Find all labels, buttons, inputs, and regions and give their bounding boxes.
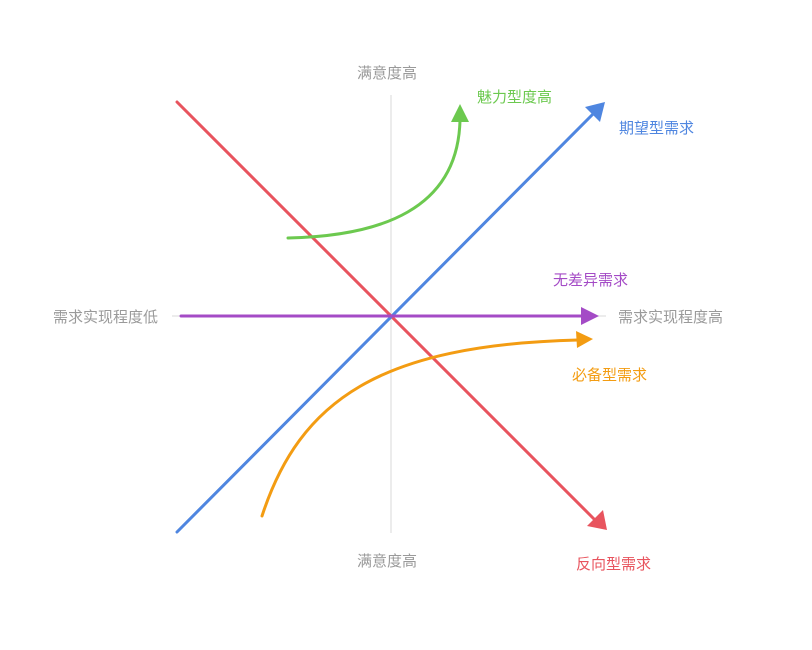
attractive-label: 魅力型度高 (477, 88, 552, 106)
performance-arrowhead (585, 102, 605, 122)
attractive-arrowhead (451, 104, 469, 122)
performance-label: 期望型需求 (619, 119, 694, 137)
attractive-curve (286, 118, 462, 240)
must-be-curve (260, 338, 580, 518)
must-be-label: 必备型需求 (572, 366, 647, 384)
indifferent-arrowhead (581, 307, 599, 325)
performance-curve (175, 110, 597, 534)
indifferent-label: 无差异需求 (553, 271, 628, 289)
reverse-label: 反向型需求 (576, 555, 651, 573)
axis-label-left: 需求实现程度低 (53, 308, 158, 326)
reverse-arrowhead (587, 510, 607, 530)
must-be-arrowhead (576, 331, 593, 348)
axis-label-top: 满意度高 (357, 64, 417, 82)
reverse-curve (175, 100, 597, 522)
axis-label-bottom: 满意度高 (357, 552, 417, 570)
axis-label-right: 需求实现程度高 (618, 308, 723, 326)
